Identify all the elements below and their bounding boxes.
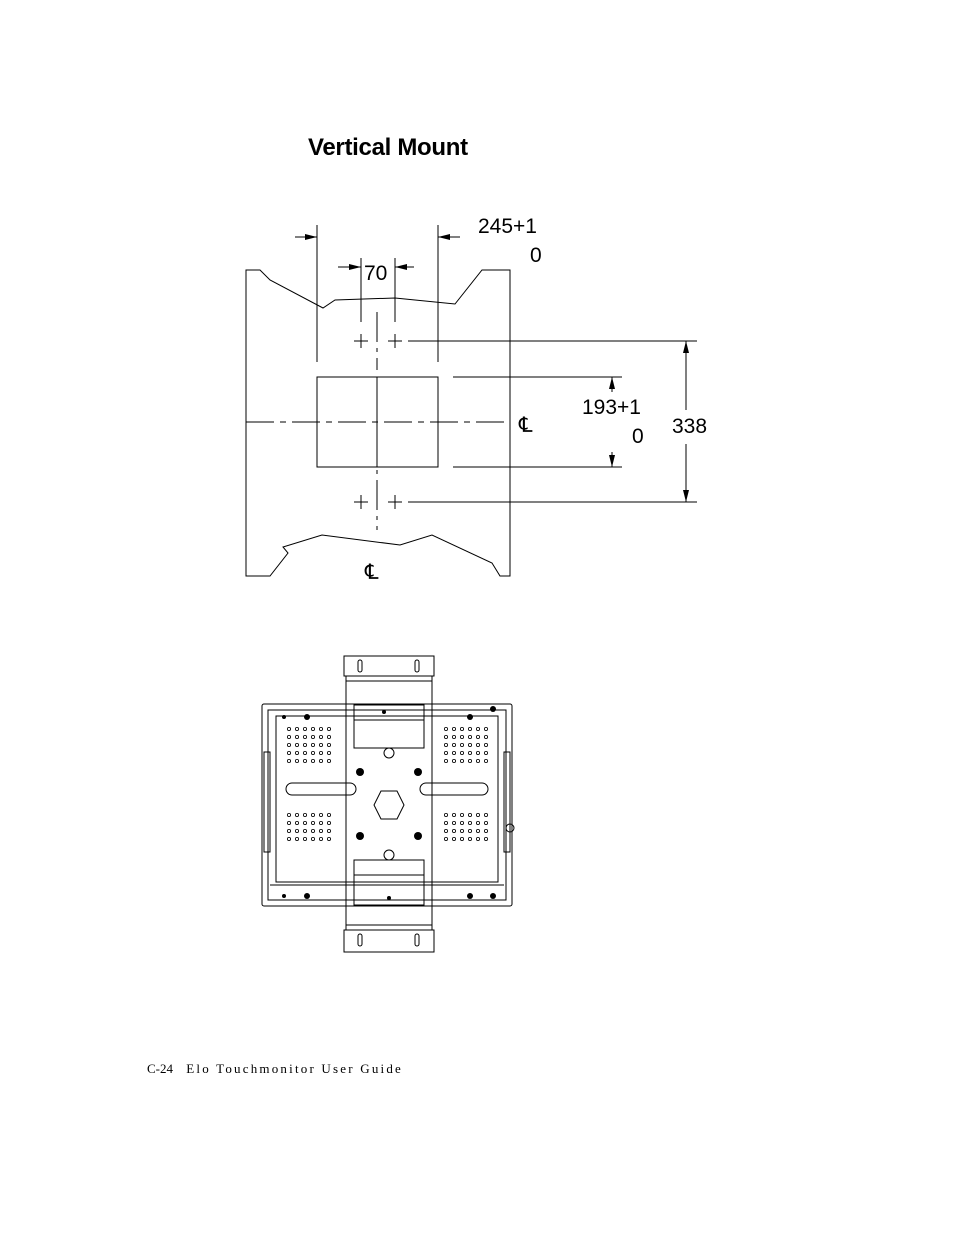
hole-crosses-bottom — [354, 495, 402, 509]
footer-guide-title: Elo Touchmonitor User Guide — [186, 1061, 404, 1076]
panel-outline — [245, 269, 511, 577]
footer-page-number: C-24 — [147, 1061, 173, 1076]
vent-grid-bottom-right — [443, 813, 488, 842]
dimension-245-line2: 0 — [530, 244, 542, 267]
vertical-mount-dimension-drawing: 245+1 0 70 193+1 0 338 ℄ ℄ — [245, 215, 707, 584]
monitor-frame — [261, 703, 513, 907]
hole-crosses-top — [354, 334, 402, 348]
slot-right — [419, 782, 489, 796]
page-footer: C-24 Elo Touchmonitor User Guide — [147, 1061, 403, 1077]
dimension-245-line1: 245+1 — [478, 215, 537, 238]
vent-grid-bottom-left — [286, 813, 331, 842]
dimension-193-line1: 193+1 — [582, 396, 641, 419]
dimension-70: 70 — [364, 262, 387, 285]
centerline-symbol-right: ℄ — [518, 414, 533, 437]
vent-grid-top-left — [286, 727, 331, 764]
mounting-bracket — [345, 675, 433, 931]
center-hexagon — [373, 790, 405, 820]
dimension-338: 338 — [672, 415, 707, 438]
page-title: Vertical Mount — [308, 134, 468, 161]
centerline-symbol-bottom: ℄ — [364, 561, 379, 584]
dimension-193-line2: 0 — [632, 425, 644, 448]
slot-left — [285, 782, 357, 796]
vent-grid-top-right — [443, 727, 488, 764]
